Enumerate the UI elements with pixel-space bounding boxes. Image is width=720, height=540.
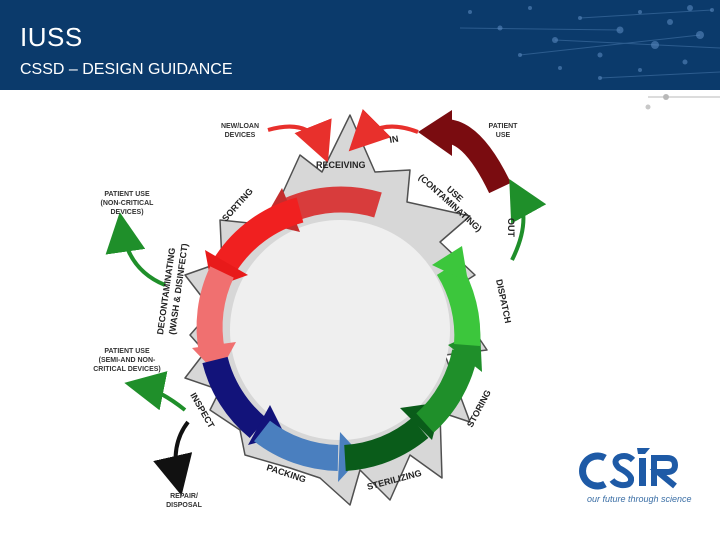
label-storing: STORING [465, 388, 493, 429]
logo-tagline: our future through science [587, 494, 692, 504]
ring-arrow-receiving [284, 186, 382, 223]
label-noncritical-3: DEVICES) [110, 209, 143, 216]
label-dispatch: DISPATCH [494, 278, 513, 324]
divider-decoration [645, 94, 720, 110]
ring-arrow-decontaminating [196, 266, 234, 355]
ring-arrow-storing [416, 349, 478, 433]
page-subtitle: CSSD – DESIGN GUIDANCE [20, 61, 233, 78]
label-out: OUT [506, 218, 516, 238]
circuit-dots-decoration [459, 5, 720, 80]
label-semi-1: PATIENT USE [104, 348, 150, 355]
logo-letter-r [649, 455, 679, 489]
in-arrow [348, 108, 419, 152]
page-title: IUSS [20, 22, 83, 52]
ring-arrowhead-decontaminating [192, 342, 236, 375]
label-new-loan-2: DEVICES [225, 132, 256, 139]
label-semi-3: CRITICAL DEVICES) [93, 366, 161, 373]
csir-logo [579, 448, 679, 490]
header-banner: IUSS CSSD – DESIGN GUIDANCE [0, 0, 720, 90]
label-repair-2: DISPOSAL [166, 502, 203, 509]
label-semi-2: (SEMI-AND NON- [99, 357, 156, 364]
logo-letter-i [639, 458, 646, 486]
label-sorting: SORTING [220, 186, 255, 223]
repair-arrow [153, 420, 193, 496]
label-repair-1: REPAIR/ [170, 493, 198, 500]
logo-i-dot [637, 448, 650, 454]
ring-arrow-sterilizing [343, 417, 429, 471]
logo-letter-s [609, 453, 636, 489]
ring-arrowhead-dispatch [432, 246, 468, 282]
label-in: IN [389, 134, 400, 145]
ring-arrow-dispatch [436, 261, 481, 346]
patient-use-return-arrowhead [418, 110, 452, 156]
noncritical-arrow [105, 212, 166, 287]
label-noncritical-2: (NON-CRITICAL [101, 200, 155, 207]
label-patient-use-1: PATIENT [489, 123, 519, 130]
out-arrow [509, 179, 547, 261]
ring-arrow-inspect [202, 356, 267, 439]
logo-letter-c [579, 452, 607, 490]
inner-circle [230, 220, 450, 440]
cssd-cycle-diagram: NEW/LOAN DEVICES PATIENT USE PATIENT USE… [93, 108, 547, 509]
label-noncritical-1: PATIENT USE [104, 191, 150, 198]
ring-arrow-sorting [214, 197, 304, 273]
semicritical-arrow [124, 371, 187, 412]
label-new-loan-1: NEW/LOAN [221, 123, 259, 130]
ring-arrow-packing [254, 420, 339, 471]
new-loan-in-arrow [267, 118, 332, 163]
label-receiving: RECEIVING [316, 160, 366, 170]
label-patient-use-2: USE [496, 132, 511, 139]
